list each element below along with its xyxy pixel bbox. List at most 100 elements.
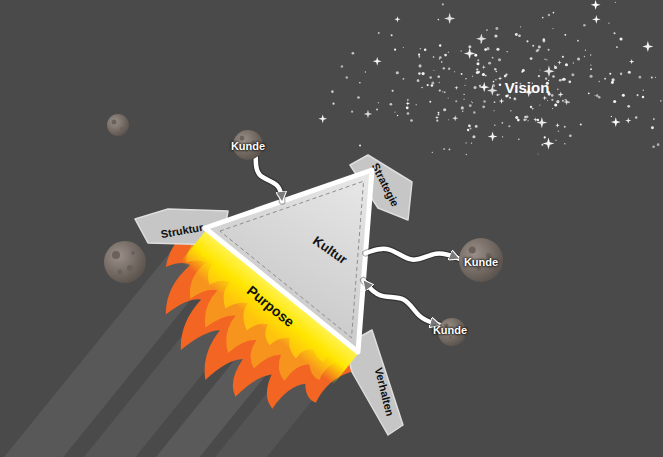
star bbox=[502, 122, 504, 124]
star bbox=[611, 116, 612, 117]
sparkle-star bbox=[488, 132, 498, 142]
star bbox=[352, 52, 355, 55]
sparkle-star bbox=[487, 85, 498, 96]
star bbox=[418, 56, 420, 58]
sparkle-star bbox=[592, 15, 601, 24]
star bbox=[637, 94, 639, 96]
sparkle-star bbox=[482, 65, 486, 69]
star bbox=[565, 63, 568, 66]
star bbox=[620, 74, 621, 75]
star bbox=[562, 100, 564, 102]
star bbox=[558, 130, 560, 132]
star bbox=[539, 104, 540, 105]
star bbox=[538, 153, 539, 154]
star bbox=[378, 102, 379, 103]
star bbox=[473, 111, 475, 113]
vision-label: Vision bbox=[505, 79, 550, 96]
star bbox=[468, 124, 471, 127]
star bbox=[544, 58, 546, 60]
star bbox=[590, 68, 592, 70]
star bbox=[464, 85, 465, 86]
sparkle-star bbox=[642, 41, 653, 52]
star bbox=[346, 76, 349, 79]
star bbox=[615, 2, 616, 3]
star bbox=[438, 114, 440, 116]
star bbox=[569, 134, 572, 137]
sparkle-star bbox=[454, 86, 458, 90]
crater bbox=[120, 127, 124, 131]
star bbox=[439, 44, 441, 46]
star bbox=[467, 129, 469, 131]
rope-connector bbox=[366, 249, 459, 260]
star bbox=[466, 154, 468, 156]
star bbox=[655, 77, 656, 78]
star bbox=[542, 17, 544, 19]
star bbox=[530, 57, 533, 60]
star bbox=[642, 96, 644, 98]
star bbox=[488, 62, 491, 65]
star bbox=[590, 65, 591, 66]
star bbox=[643, 90, 644, 91]
sparkle-star bbox=[629, 59, 634, 64]
star bbox=[604, 78, 606, 80]
star bbox=[553, 12, 555, 14]
star bbox=[532, 45, 534, 47]
star bbox=[564, 99, 566, 101]
star bbox=[612, 78, 615, 81]
star bbox=[395, 112, 396, 113]
sparkle-star bbox=[464, 48, 475, 59]
star bbox=[448, 119, 449, 120]
star bbox=[494, 68, 496, 70]
star bbox=[548, 14, 550, 16]
star bbox=[439, 56, 442, 59]
star bbox=[471, 101, 472, 102]
star bbox=[556, 100, 559, 103]
star bbox=[611, 81, 614, 84]
star bbox=[544, 136, 546, 138]
star bbox=[554, 103, 557, 106]
star bbox=[439, 89, 441, 91]
star bbox=[444, 91, 446, 93]
star bbox=[502, 136, 503, 137]
star bbox=[433, 56, 435, 58]
star bbox=[585, 50, 586, 51]
star bbox=[471, 142, 472, 143]
sparkle-star bbox=[611, 117, 621, 127]
star bbox=[527, 120, 528, 121]
star bbox=[584, 56, 585, 57]
star bbox=[332, 103, 334, 105]
star bbox=[477, 59, 479, 61]
customer-moon: Kunde bbox=[233, 130, 263, 160]
star bbox=[493, 110, 494, 111]
star bbox=[410, 119, 413, 122]
star bbox=[378, 32, 380, 34]
star bbox=[403, 47, 404, 48]
sparkle-star bbox=[499, 98, 505, 104]
star bbox=[442, 91, 443, 92]
sparkle-star bbox=[533, 117, 538, 122]
star bbox=[472, 102, 473, 103]
star bbox=[508, 125, 510, 127]
star bbox=[469, 104, 472, 107]
star bbox=[546, 59, 547, 60]
star bbox=[522, 69, 525, 72]
star bbox=[564, 143, 565, 144]
star bbox=[598, 96, 601, 99]
customer-moon: Kunde bbox=[459, 238, 503, 282]
star bbox=[494, 101, 496, 103]
star bbox=[438, 19, 440, 21]
sparkle-star bbox=[452, 115, 458, 121]
star bbox=[499, 94, 500, 95]
customer-moon: Kunde bbox=[438, 318, 466, 346]
star bbox=[461, 73, 463, 75]
star bbox=[498, 58, 501, 61]
rope-connector bbox=[256, 158, 282, 201]
star bbox=[564, 126, 566, 128]
star bbox=[540, 69, 541, 70]
star bbox=[538, 75, 540, 77]
star bbox=[548, 49, 550, 51]
star bbox=[526, 119, 527, 120]
star bbox=[496, 48, 499, 51]
star bbox=[509, 97, 511, 99]
fin-body bbox=[350, 155, 412, 220]
